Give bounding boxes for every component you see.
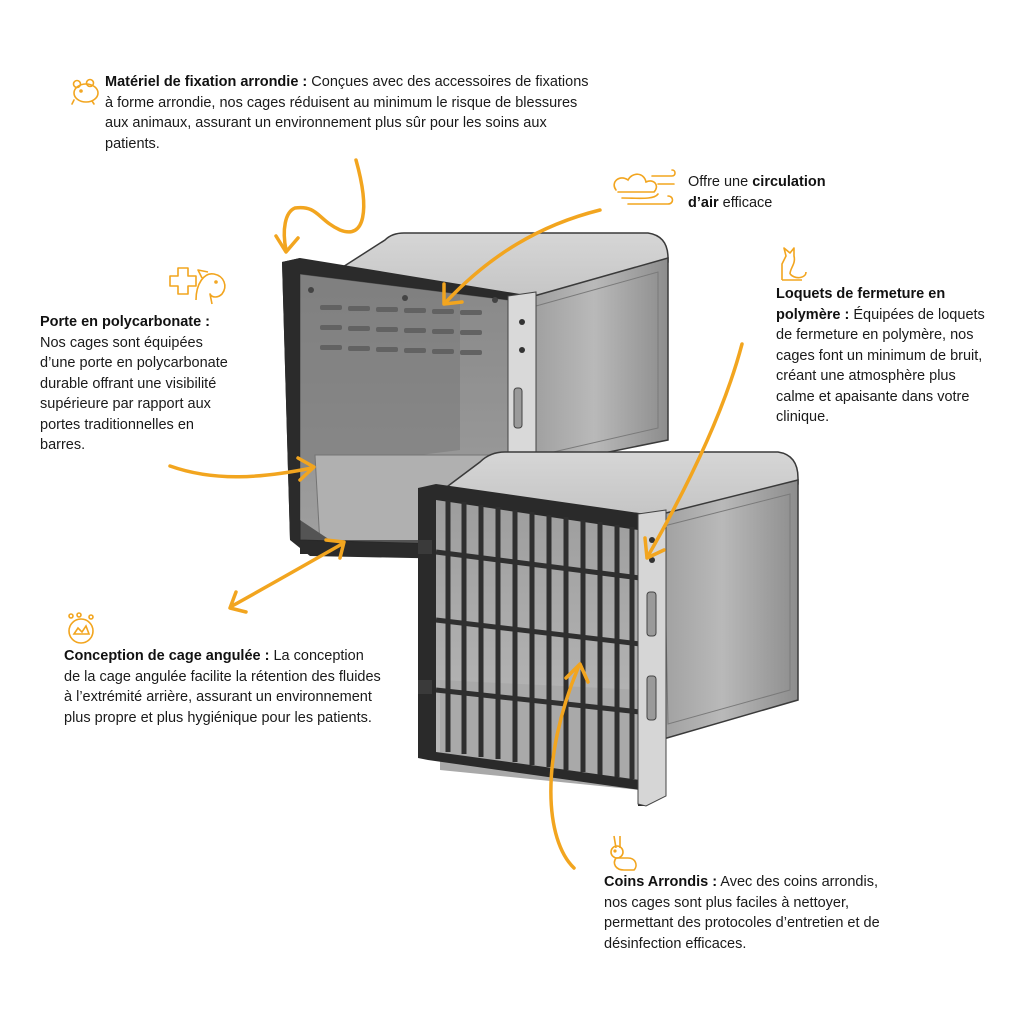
animals-circle-icon bbox=[68, 612, 94, 644]
hamster-icon bbox=[71, 78, 99, 105]
air-flow-icon bbox=[613, 169, 676, 205]
callout-coins-title: Coins Arrondis : bbox=[604, 874, 718, 890]
arrow-angulee bbox=[230, 542, 344, 608]
callout-air-prefix: Offre une bbox=[688, 174, 749, 190]
callout-fixation-title: Matériel de fixation arrondie : bbox=[105, 74, 308, 90]
lower-latch-strip bbox=[637, 509, 667, 807]
arrow-fixation bbox=[282, 158, 366, 252]
callout-angulee-body: La conception de la cage angulée facilit… bbox=[64, 648, 381, 726]
door-crossbars bbox=[435, 549, 641, 715]
callout-porte-body: Nos cages sont équipées d’une porte en p… bbox=[40, 334, 228, 454]
callout-fixation: Matériel de fixation arrondie : Conçues … bbox=[105, 72, 593, 154]
callout-angulee: Conception de cage angulée : La concepti… bbox=[64, 646, 382, 728]
callout-coins-body: Avec des coins arrondis, nos cages sont … bbox=[604, 874, 880, 952]
callout-porte-title: Porte en polycarbonate : bbox=[40, 314, 211, 330]
arrow-air bbox=[444, 208, 602, 304]
upper-vent-slots bbox=[320, 305, 482, 355]
door-bars bbox=[445, 500, 635, 779]
arrow-loquets bbox=[646, 342, 744, 558]
cat-icon bbox=[781, 247, 807, 281]
vet-cross-dog-icon bbox=[169, 267, 226, 305]
bar-door-frame bbox=[418, 484, 660, 806]
callout-loquets: Loquets de fermeture en polymère : Équip… bbox=[776, 284, 986, 428]
polycarbonate-door-frame bbox=[282, 258, 520, 560]
callout-air-title: circulation d’air bbox=[688, 174, 826, 211]
callout-angulee-title: Conception de cage angulée : bbox=[64, 648, 270, 664]
callout-porte: Porte en polycarbonate : Nos cages sont … bbox=[40, 312, 236, 456]
callout-air: Offre une circulation d’air efficace bbox=[688, 172, 858, 213]
callout-fixation-body: Conçues avec des accessoires de fixation… bbox=[105, 74, 589, 152]
callout-coins: Coins Arrondis : Avec des coins arrondis… bbox=[604, 872, 900, 954]
annotation-arrows bbox=[168, 158, 744, 870]
callout-loquets-title: Loquets de fermeture en polymère : bbox=[776, 286, 946, 323]
arrow-coins bbox=[549, 666, 580, 870]
arrow-porte bbox=[168, 464, 314, 479]
lower-cage bbox=[418, 451, 799, 807]
callout-loquets-body: Équipées de loquets de fermeture en poly… bbox=[776, 306, 985, 426]
rabbit-icon bbox=[610, 835, 637, 871]
callout-air-suffix: efficace bbox=[722, 194, 773, 211]
